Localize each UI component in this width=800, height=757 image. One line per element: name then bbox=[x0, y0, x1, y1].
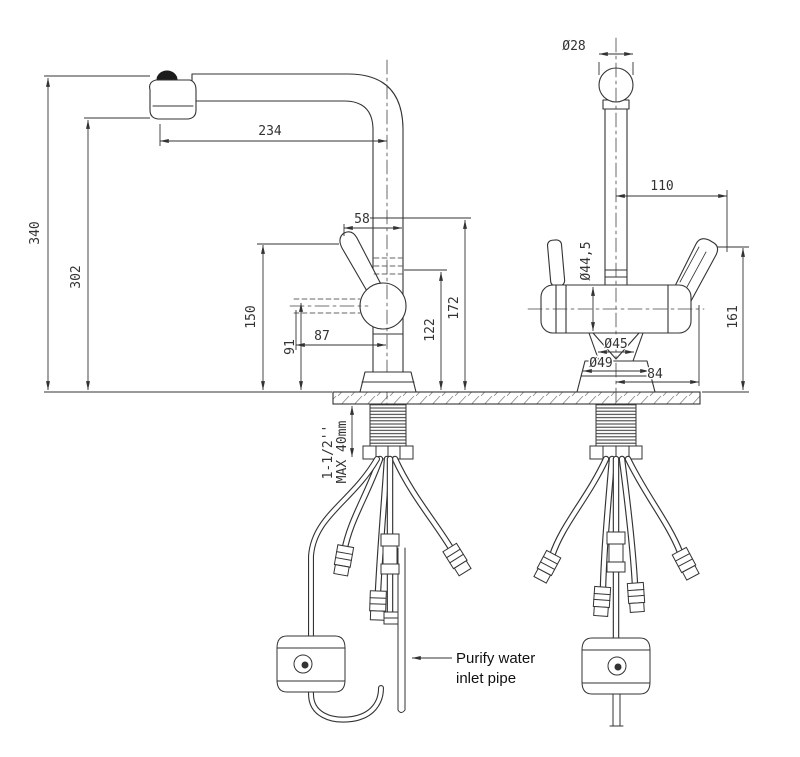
pullout-hose bbox=[308, 456, 384, 723]
dim-spout-height: 302 bbox=[69, 265, 84, 288]
dim-body-joint-height: 122 bbox=[423, 318, 438, 341]
left-underdeck bbox=[276, 403, 472, 723]
dim-handle-height: 161 bbox=[726, 305, 741, 328]
dim-total-height: 340 bbox=[28, 221, 43, 244]
hose-weight bbox=[581, 637, 651, 695]
purify-water-annotation: Purify water inlet pipe bbox=[456, 650, 535, 687]
supply-hoses bbox=[548, 455, 684, 644]
countertop bbox=[332, 391, 701, 405]
dim-lever-pivot-height: 91 bbox=[283, 339, 298, 355]
hose-fitting bbox=[592, 585, 612, 617]
spray-head bbox=[149, 79, 197, 120]
threaded-shank bbox=[595, 403, 637, 447]
dim-lever-top-height: 172 bbox=[447, 296, 462, 319]
purify-lever bbox=[546, 239, 566, 287]
hose-end-nut bbox=[383, 611, 399, 625]
check-valve bbox=[380, 533, 400, 575]
dim-lever-offset: 58 bbox=[354, 212, 370, 227]
weight-outlet-pipe bbox=[609, 693, 624, 727]
purify-label-line2: inlet pipe bbox=[456, 670, 516, 687]
dim-thread-size: 1-1/2'' bbox=[321, 425, 336, 480]
hose-weight bbox=[276, 635, 346, 693]
dim-lever-tip-height: 150 bbox=[244, 305, 259, 328]
supply-hoses bbox=[340, 455, 456, 616]
check-valve bbox=[606, 531, 626, 573]
hose-fitting bbox=[626, 581, 646, 613]
hose-fitting bbox=[671, 546, 700, 581]
threaded-shank bbox=[369, 403, 407, 447]
dim-cone-diameter: Ø45 bbox=[604, 337, 627, 352]
right-faucet-front-view bbox=[527, 37, 719, 469]
dimension-lines bbox=[44, 52, 749, 660]
purify-inlet-pipe bbox=[397, 547, 406, 713]
hose-fitting bbox=[533, 549, 562, 584]
dim-base-diameter: Ø49 bbox=[589, 356, 612, 371]
dimension-labels: 340 302 234 58 150 91 87 122 172 1-1/2''… bbox=[27, 38, 743, 485]
purify-label-line1: Purify water bbox=[456, 650, 535, 667]
dim-handle-span: 110 bbox=[650, 179, 673, 194]
hose-fitting bbox=[333, 544, 355, 577]
dim-base-offset: 84 bbox=[647, 367, 663, 382]
dim-cap-diameter: Ø28 bbox=[562, 39, 585, 54]
hose-fitting bbox=[442, 542, 472, 577]
dim-lever-reach: 87 bbox=[314, 329, 330, 344]
right-underdeck bbox=[533, 403, 700, 727]
dim-body-diameter: Ø44,5 bbox=[579, 241, 594, 280]
dim-max-deck-thickness: MAX 40mm bbox=[335, 421, 350, 484]
dim-spout-reach: 234 bbox=[258, 124, 282, 139]
spout-body bbox=[191, 73, 404, 377]
